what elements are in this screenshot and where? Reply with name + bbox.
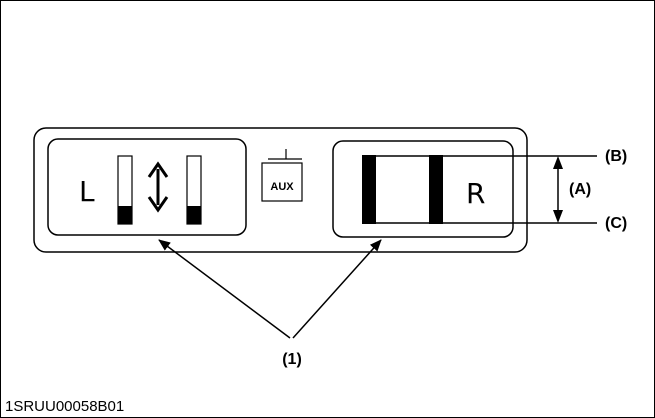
aux-indicator: AUX (261, 149, 303, 202)
aux-label: AUX (270, 181, 294, 193)
up-down-arrow-icon (147, 161, 169, 213)
right-panel-bar-left (362, 155, 376, 224)
pointer-arrow-left (158, 239, 291, 339)
callout-b: (B) (605, 148, 627, 165)
right-panel (332, 140, 514, 238)
right-panel-letter: R (466, 177, 485, 210)
callout-1: (1) (282, 351, 302, 368)
callout-a: (A) (569, 181, 591, 198)
right-level-fill (187, 206, 201, 224)
left-level-fill (118, 206, 132, 224)
right-panel-bar-right (429, 155, 443, 224)
left-panel-letter: L (79, 175, 95, 208)
figure-code: 1SRUU00058B01 (5, 398, 125, 415)
dimension-arrow-a (553, 156, 563, 223)
callout-c: (C) (605, 215, 627, 232)
left-panel (47, 138, 247, 236)
pointer-arrow-right (292, 239, 382, 339)
